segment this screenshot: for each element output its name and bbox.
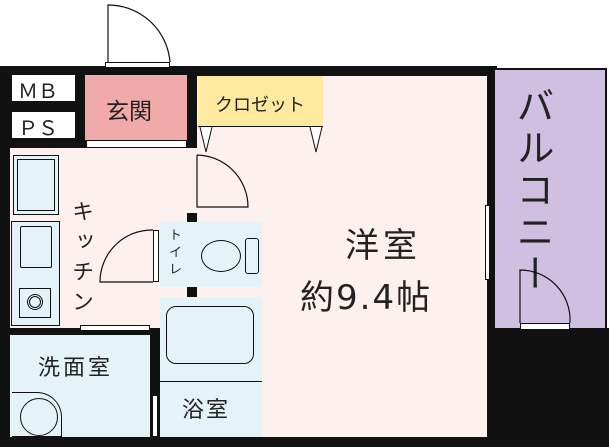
sink	[13, 155, 59, 215]
bathroom	[160, 297, 262, 437]
western-room-label: 洋室	[345, 226, 421, 266]
ps-box	[12, 112, 75, 138]
counter-top	[20, 226, 52, 268]
toilet-tank-icon	[245, 238, 259, 274]
ps-label: ＰＳ	[18, 116, 58, 140]
entrance-label: 玄関	[106, 99, 152, 125]
hall	[187, 148, 197, 213]
toilet-bowl-icon	[201, 240, 241, 272]
washbasin-icon	[12, 392, 62, 437]
kitchen-label: キッチン	[68, 200, 93, 320]
balcony-door[interactable]	[520, 323, 570, 330]
bathtub-divider	[160, 381, 262, 382]
burner-ring	[27, 294, 43, 310]
window	[485, 205, 490, 280]
toilet-label: トイレ	[166, 228, 181, 279]
front-door[interactable]	[105, 62, 170, 68]
closet-label: クロゼット	[215, 95, 305, 116]
washroom-label: 洗面室	[38, 356, 114, 381]
bathroom-door[interactable]	[152, 395, 158, 437]
mb-label: ＭＢ	[18, 79, 58, 103]
toilet-door[interactable]	[153, 230, 159, 282]
entrance-step	[86, 140, 187, 148]
stove-burner-icon	[19, 288, 51, 318]
entrance	[85, 75, 187, 140]
balcony	[495, 68, 607, 330]
outer-wall-right	[487, 328, 609, 447]
washbasin-bowl	[20, 398, 58, 436]
western-room-size: 約9.4帖	[300, 278, 433, 318]
closet	[198, 76, 323, 127]
kitchen-door[interactable]	[80, 325, 150, 331]
bathtub-icon	[166, 306, 254, 364]
mb-box	[12, 75, 75, 101]
bathroom-label: 浴室	[182, 398, 231, 423]
balcony-label: バルコニー	[510, 86, 554, 296]
